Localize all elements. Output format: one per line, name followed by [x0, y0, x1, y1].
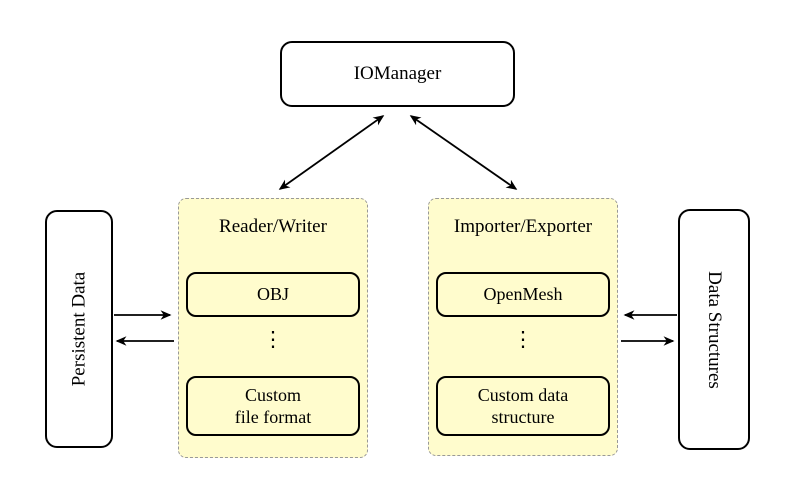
importer-exporter-ellipsis: ⋮: [512, 327, 534, 351]
data-structures-label: Data Structures: [704, 270, 725, 389]
reader-writer-group: Reader/Writer OBJ ⋮ Custom file format: [178, 198, 368, 458]
obj-node: OBJ: [186, 272, 360, 317]
custom-file-format-label: Custom file format: [234, 384, 312, 428]
iomanager-node: IOManager: [280, 41, 515, 107]
openmesh-node: OpenMesh: [436, 272, 610, 317]
edge-iomanager-importerexporter: [409, 115, 518, 190]
edge-iomanager-readerwriter: [278, 115, 385, 190]
persistent-data-label: Persistent Data: [68, 271, 90, 387]
reader-writer-title: Reader/Writer: [219, 216, 327, 237]
importer-exporter-title: Importer/Exporter: [453, 216, 593, 237]
importer-exporter-group: Importer/Exporter OpenMesh ⋮ Custom data…: [428, 198, 618, 456]
persistent-data-node: Persistent Data: [45, 210, 113, 448]
custom-data-structure-node: Custom data structure: [436, 376, 610, 436]
custom-file-format-node: Custom file format: [186, 376, 360, 436]
custom-data-structure-label: Custom data structure: [477, 384, 569, 428]
obj-label: OBJ: [256, 284, 289, 305]
iomanager-label: IOManager: [353, 63, 442, 84]
openmesh-label: OpenMesh: [483, 284, 563, 305]
reader-writer-ellipsis: ⋮: [262, 327, 284, 351]
data-structures-node: Data Structures: [678, 209, 750, 450]
